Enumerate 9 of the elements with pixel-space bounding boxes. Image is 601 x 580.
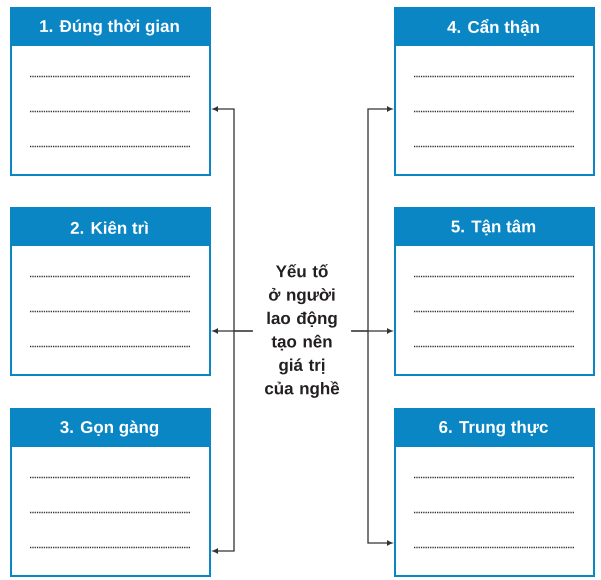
arrow bbox=[212, 330, 253, 554]
titled-box: 2. Kiên trì bbox=[10, 207, 211, 376]
arrow bbox=[351, 330, 392, 546]
central-text: Yếu tố ở người lao động tạo nên giá trị của nghề bbox=[265, 264, 340, 398]
titled-box: 5. Tận tâm bbox=[394, 207, 595, 376]
titled-box: 1. Đúng thời gian bbox=[10, 7, 211, 176]
titled-box: 6. Trung thực bbox=[394, 408, 595, 577]
titled-box: 3. Gọn gàng bbox=[10, 408, 211, 577]
titled-box: 4. Cẩn thận bbox=[394, 7, 595, 176]
